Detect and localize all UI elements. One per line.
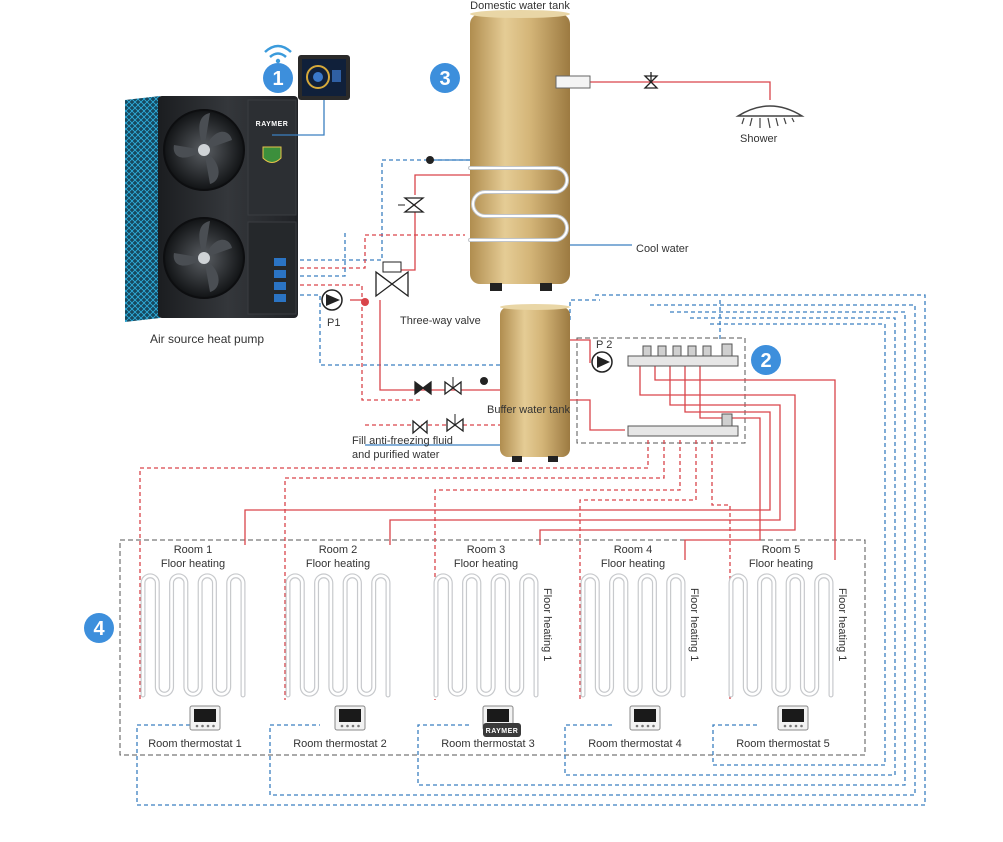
junction-dot xyxy=(426,156,434,164)
thermostat-label: Room thermostat 2 xyxy=(293,738,387,750)
check-valve-icon[interactable] xyxy=(398,197,425,213)
junction-dot xyxy=(480,377,488,385)
fan-icon xyxy=(163,109,245,191)
valve-icon[interactable] xyxy=(414,380,432,396)
room-subtitle: Floor heating xyxy=(306,558,370,570)
room-subtitle: Floor heating xyxy=(454,558,518,570)
valve-icon[interactable] xyxy=(412,419,428,435)
floor-heating-coil xyxy=(729,574,833,697)
svg-text:4: 4 xyxy=(93,618,105,640)
buffer-tank-label: Buffer water tank xyxy=(487,404,570,416)
floor-heating-side-label: Floor heating 1 xyxy=(688,588,700,661)
three-way-valve-label: Three-way valve xyxy=(400,315,481,327)
floor-heating-coil xyxy=(434,574,538,697)
heat-pump-side-grille xyxy=(125,96,160,322)
zone4-frame xyxy=(119,539,866,756)
pump-p2[interactable] xyxy=(591,351,613,373)
fill-label-line1: Fill anti-freezing fluid xyxy=(352,435,453,447)
valve-icon[interactable] xyxy=(444,377,462,396)
return-manifold xyxy=(627,413,739,437)
thermostat-icon[interactable] xyxy=(189,705,221,731)
room-subtitle: Floor heating xyxy=(161,558,225,570)
wifi-controller[interactable] xyxy=(272,55,350,136)
floor-heating-side-label: Floor heating 1 xyxy=(541,588,553,661)
thermostat-label: Room thermostat 4 xyxy=(588,738,682,750)
svg-text:1: 1 xyxy=(272,68,283,90)
room-title: Room 4 xyxy=(614,544,653,556)
svg-text:2: 2 xyxy=(760,350,771,372)
room-subtitle: Floor heating xyxy=(601,558,665,570)
brand-badge-text: RAYMER xyxy=(486,728,519,735)
domestic-water-tank xyxy=(468,10,591,291)
pump-p2-label: P 2 xyxy=(596,339,612,351)
buffer-water-tank xyxy=(500,304,570,462)
room-title: Room 2 xyxy=(319,544,358,556)
floor-heating-side-label: Floor heating 1 xyxy=(836,588,848,661)
thermostat-icon[interactable] xyxy=(777,705,809,731)
valve-icon[interactable] xyxy=(643,72,659,89)
tank-coil xyxy=(468,166,569,242)
manifold-frame xyxy=(576,337,746,444)
shower-icon xyxy=(735,105,805,129)
shield-icon xyxy=(262,146,282,163)
air-source-heat-pump: RAYMER xyxy=(125,96,298,322)
badge-1: 1 xyxy=(263,63,293,93)
heat-pump-brand: RAYMER xyxy=(256,121,289,128)
pump-p1[interactable] xyxy=(321,289,343,311)
pump-p1-label: P1 xyxy=(327,317,340,329)
thermostat-icon[interactable] xyxy=(629,705,661,731)
junction-dot xyxy=(361,298,369,306)
valve-icon[interactable] xyxy=(446,414,464,433)
brand-badge: RAYMER xyxy=(483,723,521,737)
supply-manifold xyxy=(627,343,739,367)
wifi-icon xyxy=(264,44,292,64)
shower-label: Shower xyxy=(740,133,778,145)
room-title: Room 1 xyxy=(174,544,213,556)
cool-water-label: Cool water xyxy=(636,243,689,255)
floor-heating-coil xyxy=(581,574,685,697)
svg-text:3: 3 xyxy=(439,68,450,90)
thermostat-label: Room thermostat 3 xyxy=(441,738,535,750)
floor-heating-coil xyxy=(141,574,245,697)
badge-3: 3 xyxy=(430,63,460,93)
three-way-valve[interactable] xyxy=(375,261,409,298)
thermostat-label: Room thermostat 1 xyxy=(148,738,242,750)
room-title: Room 3 xyxy=(467,544,506,556)
pipe-network xyxy=(136,81,926,806)
domestic-tank-body xyxy=(470,14,570,284)
domestic-tank-label: Domestic water tank xyxy=(470,0,570,12)
badge-4: 4 xyxy=(84,613,114,643)
fan-icon xyxy=(163,217,245,299)
floor-heating-coil xyxy=(286,574,390,697)
thermostat-icon[interactable] xyxy=(334,705,366,731)
room-title: Room 5 xyxy=(762,544,801,556)
badge-2: 2 xyxy=(751,345,781,375)
room-subtitle: Floor heating xyxy=(749,558,813,570)
heat-pump-label: Air source heat pump xyxy=(150,332,264,346)
thermostat-label: Room thermostat 5 xyxy=(736,738,830,750)
fill-label-line2: and purified water xyxy=(352,449,440,461)
